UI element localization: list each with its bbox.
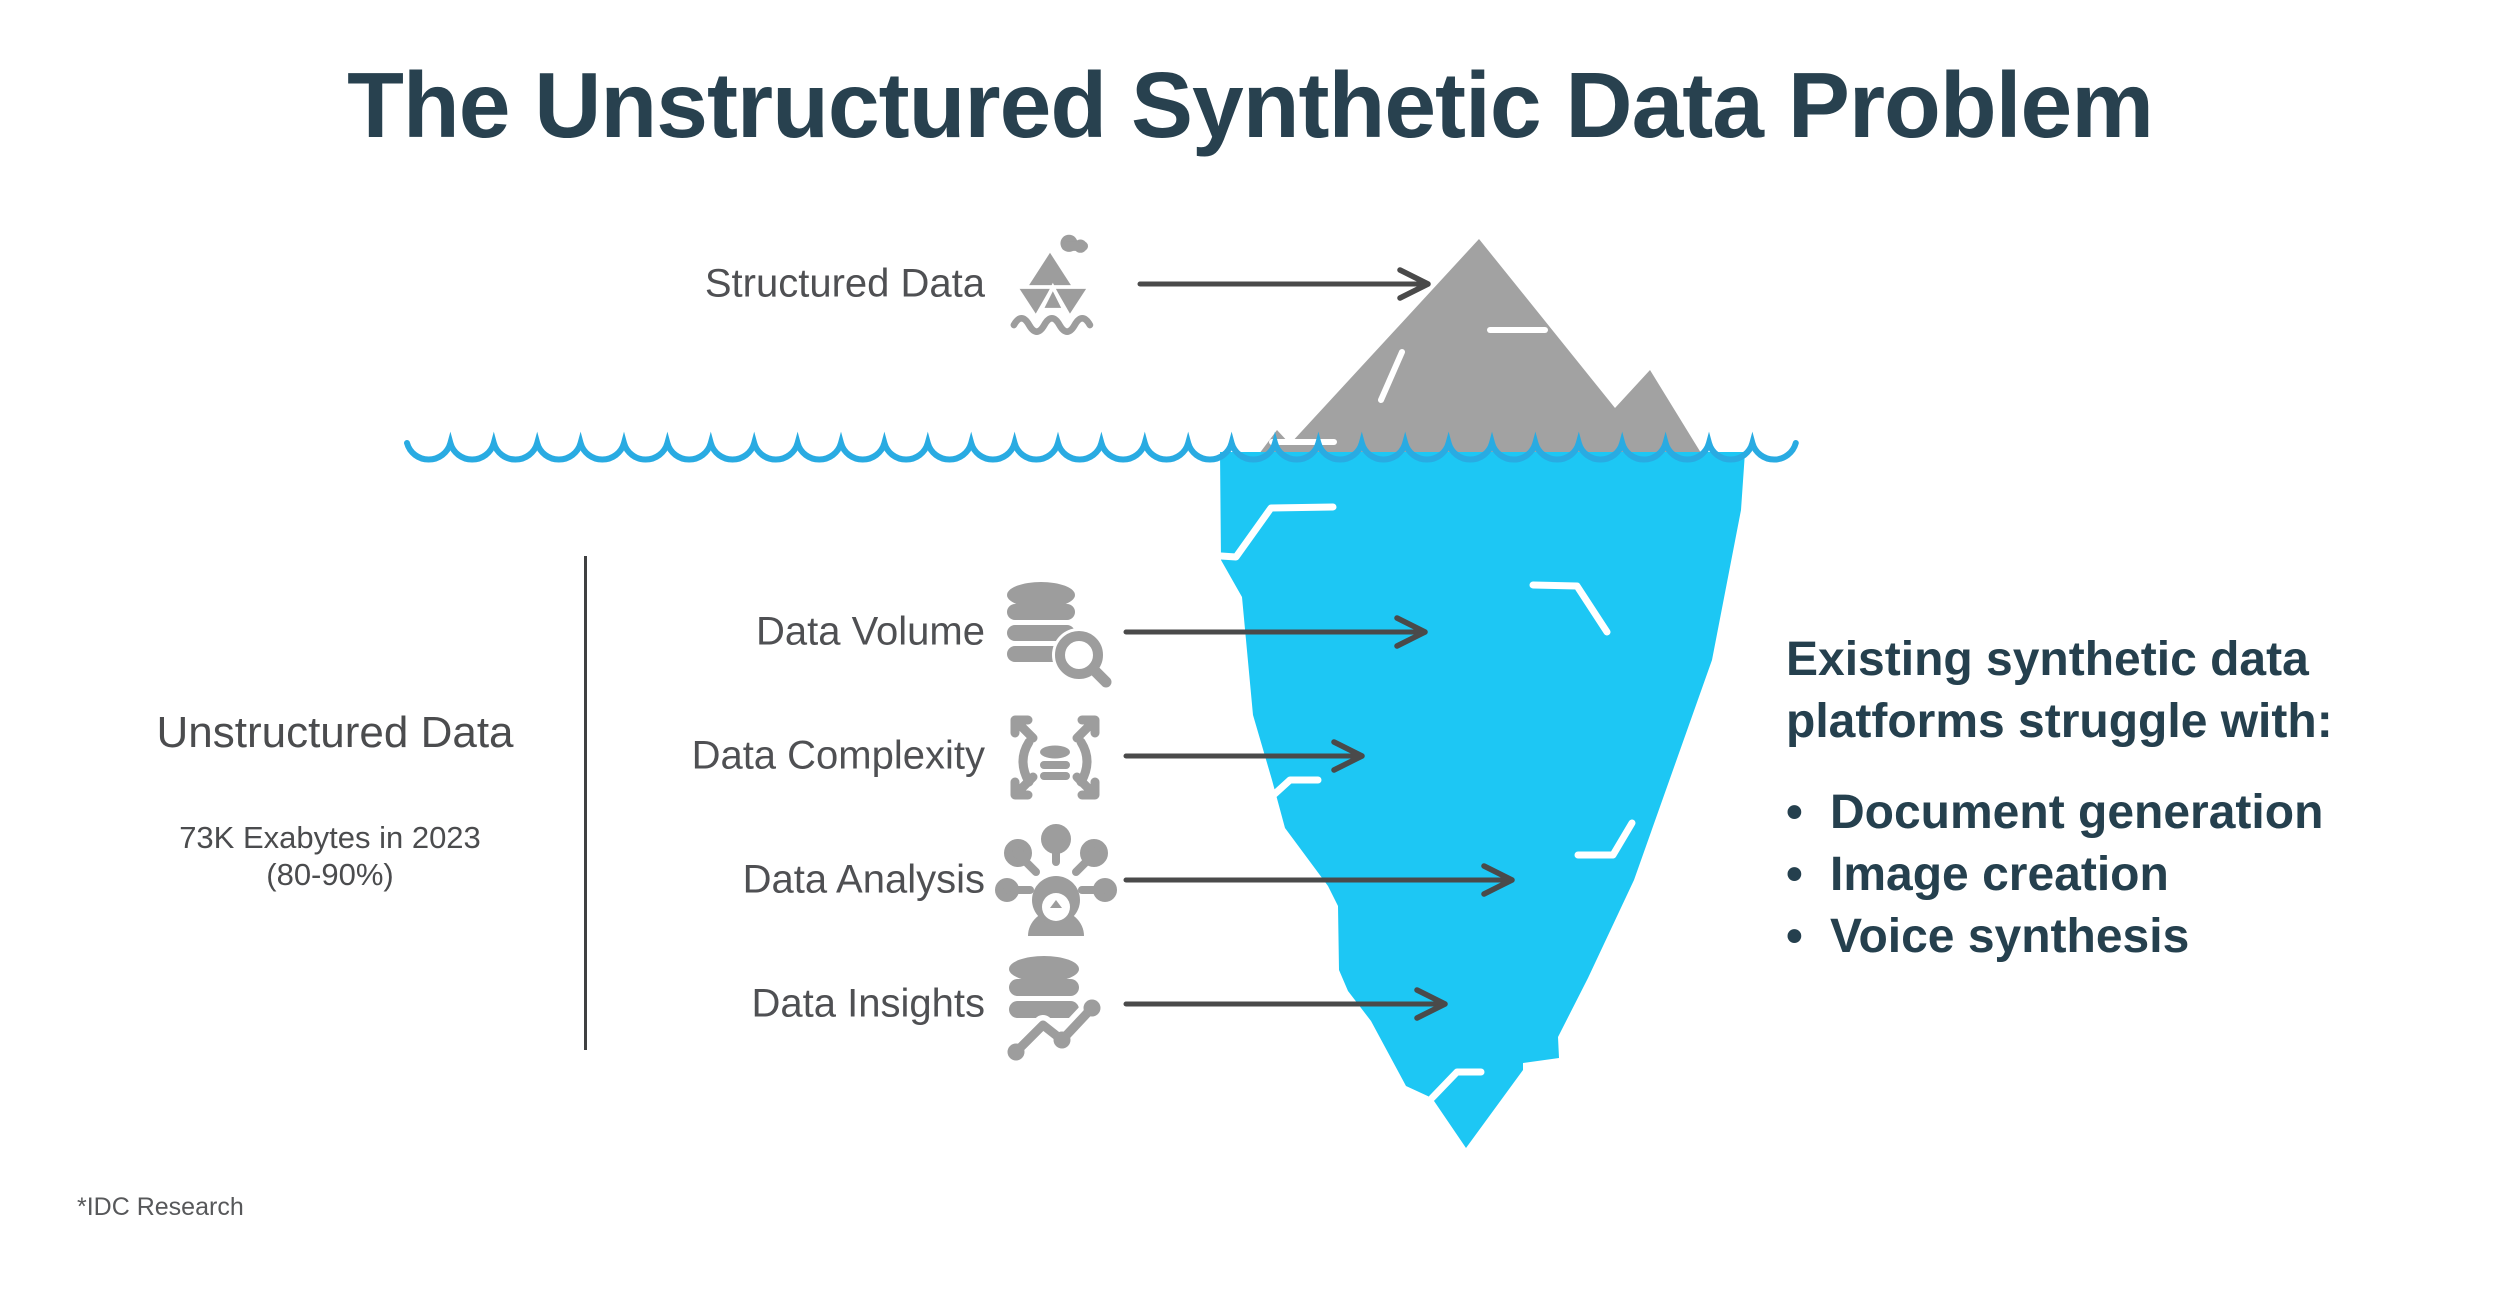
- heading-line-2: platforms struggle with:: [1786, 695, 2333, 748]
- iceberg-ship-icon: [1010, 234, 1094, 335]
- person-ideas-icon: [995, 824, 1117, 936]
- stat-exabytes: 73K Exabytes in 2023: [179, 820, 481, 855]
- database-search-icon: [1007, 582, 1112, 688]
- right-panel-heading: Existing synthetic data platforms strugg…: [1786, 629, 2466, 753]
- iceberg-accent-line: [1529, 581, 1611, 636]
- iceberg-accent-line: [1217, 503, 1337, 561]
- source-footnote: *IDC Research: [77, 1193, 244, 1221]
- iceberg-accent-line: [1264, 776, 1322, 804]
- database-expand-icon: [1010, 715, 1100, 800]
- connector-arrows: [1123, 267, 1515, 1021]
- mountain-accent-line: [1378, 349, 1405, 403]
- heading-line-1: Existing synthetic data: [1786, 633, 2309, 686]
- bullet-marker: •: [1786, 848, 1803, 901]
- label-data-insights: Data Insights: [751, 981, 985, 1026]
- label-structured-data: Structured Data: [704, 261, 985, 306]
- bullet-marker: •: [1786, 786, 1803, 839]
- bullet-item: • Document generation: [1786, 782, 2466, 844]
- waterline: [404, 431, 1799, 463]
- iceberg-accent-line: [1428, 1068, 1485, 1102]
- stat-percentage: (80-90%): [266, 857, 394, 892]
- unstructured-data-heading: Unstructured Data: [156, 708, 514, 757]
- bullet-text: Image creation: [1830, 848, 2169, 901]
- bullet-item: • Voice synthesis: [1786, 906, 2466, 968]
- mountain-above-water: [1250, 239, 1709, 466]
- unstructured-data-stats: 73K Exabytes in 2023 (80-90%): [95, 819, 565, 893]
- label-data-volume: Data Volume: [755, 609, 985, 654]
- iceberg-underwater: [1217, 452, 1745, 1148]
- bullet-item: • Image creation: [1786, 844, 2466, 906]
- label-data-analysis: Data Analysis: [742, 857, 985, 902]
- iceberg-accent-line: [1574, 819, 1636, 859]
- struggle-bullet-list: • Document generation • Image creation • Vo…: [1786, 782, 2466, 968]
- page-title: The Unstructured Synthetic Data Problem: [347, 53, 2154, 157]
- bullet-text: Voice synthesis: [1830, 910, 2190, 963]
- bullet-text: Document generation: [1830, 786, 2324, 839]
- right-panel: Existing synthetic data platforms strugg…: [1786, 629, 2466, 968]
- database-trend-icon: [1006, 956, 1102, 1062]
- vertical-divider: [584, 556, 587, 1050]
- label-data-complexity: Data Complexity: [691, 733, 985, 778]
- bullet-marker: •: [1786, 910, 1803, 963]
